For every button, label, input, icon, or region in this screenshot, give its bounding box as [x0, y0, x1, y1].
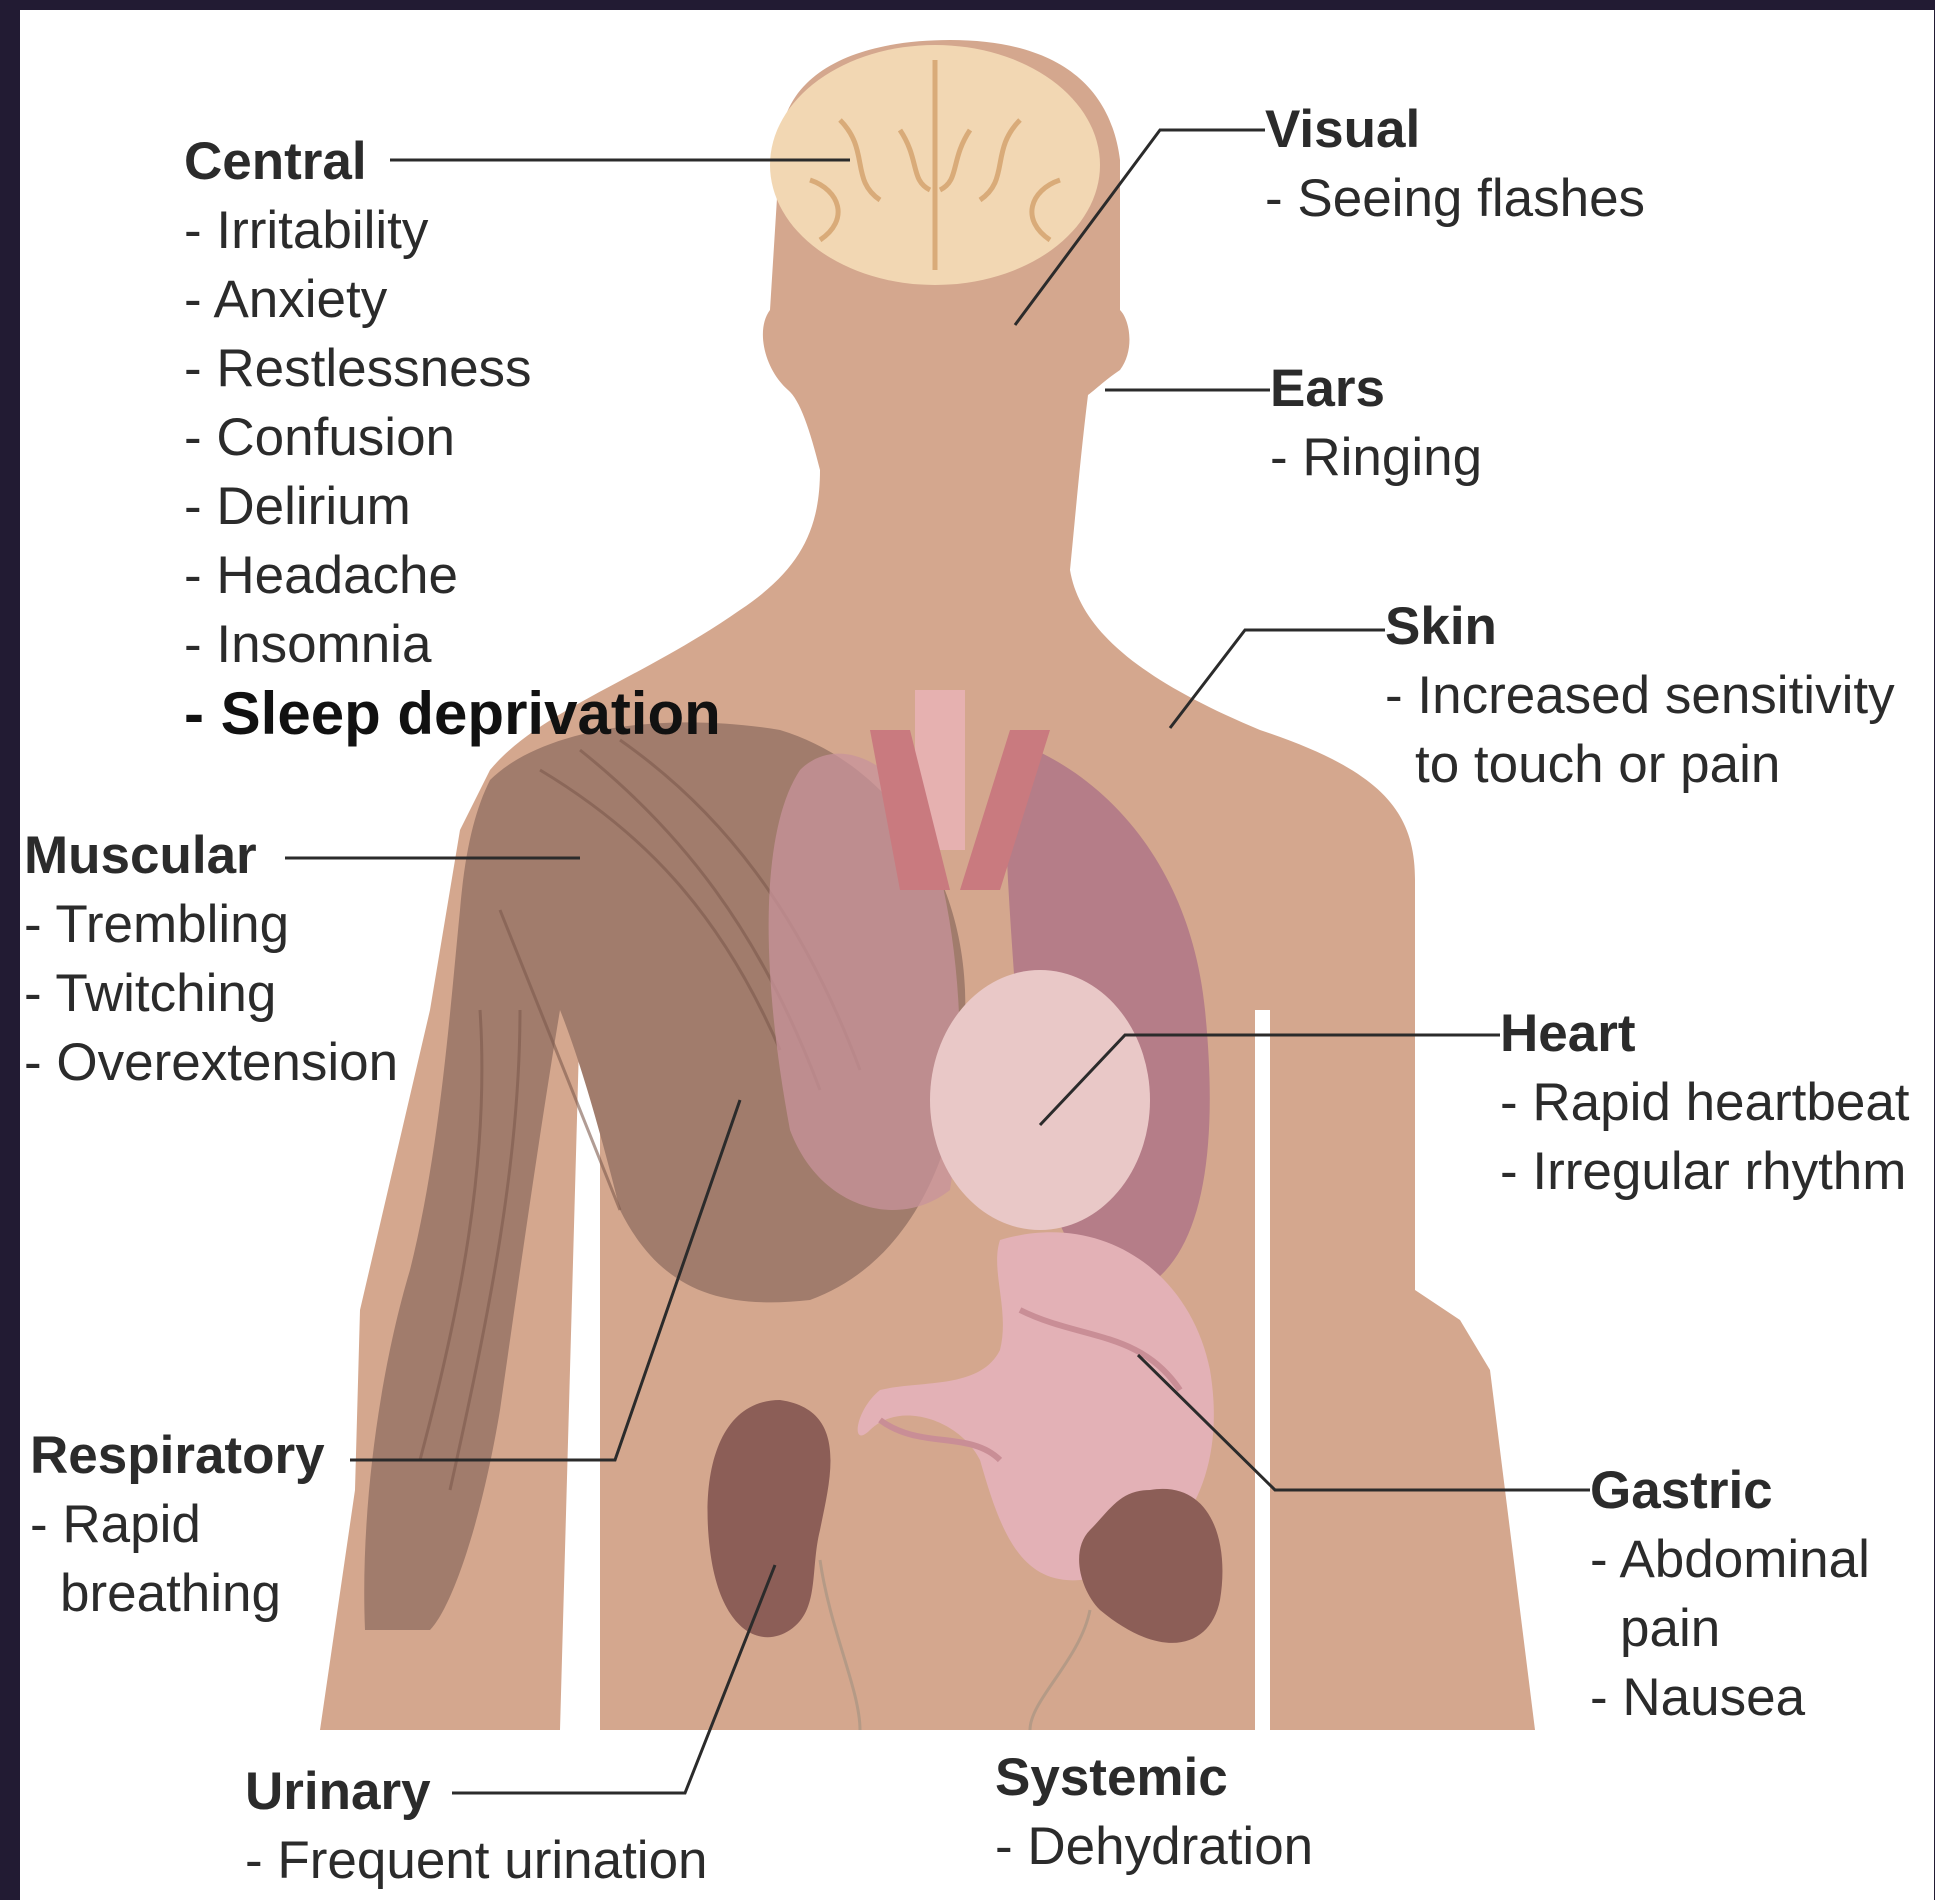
central-item-1: - Irritability	[184, 196, 721, 265]
ears-title: Ears	[1270, 355, 1482, 423]
label-visual: Visual - Seeing flashes	[1265, 96, 1645, 233]
label-urinary: Urinary - Frequent urination	[245, 1758, 708, 1895]
central-emphasis: - Sleep deprivation	[184, 679, 721, 748]
skin-item-2: to touch or pain	[1385, 730, 1895, 799]
heart-item-1: - Rapid heartbeat	[1500, 1068, 1910, 1137]
visual-title: Visual	[1265, 96, 1645, 164]
muscular-item-2: - Twitching	[24, 959, 398, 1028]
label-respiratory: Respiratory - Rapid breathing	[30, 1422, 325, 1628]
muscular-item-3: - Overextension	[24, 1028, 398, 1097]
label-skin: Skin - Increased sensitivity to touch or…	[1385, 593, 1895, 799]
systemic-item-1: - Dehydration	[995, 1812, 1313, 1881]
central-item-7: - Insomnia	[184, 610, 721, 679]
skin-title: Skin	[1385, 593, 1895, 661]
skin-item-1: - Increased sensitivity	[1385, 661, 1895, 730]
gastric-item-1: - Abdominal	[1590, 1525, 1870, 1594]
gastric-item-2: pain	[1590, 1594, 1870, 1663]
label-central: Central - Irritability - Anxiety - Restl…	[184, 128, 721, 748]
heart-item-2: - Irregular rhythm	[1500, 1137, 1910, 1206]
label-gastric: Gastric - Abdominal pain - Nausea	[1590, 1457, 1870, 1732]
muscular-item-1: - Trembling	[24, 890, 398, 959]
label-heart: Heart - Rapid heartbeat - Irregular rhyt…	[1500, 1000, 1910, 1206]
central-item-2: - Anxiety	[184, 265, 721, 334]
respiratory-title: Respiratory	[30, 1422, 325, 1490]
respiratory-item-1: - Rapid	[30, 1490, 325, 1559]
label-systemic: Systemic - Dehydration	[995, 1744, 1313, 1881]
central-title: Central	[184, 128, 721, 196]
muscular-title: Muscular	[24, 822, 398, 890]
respiratory-item-2: breathing	[30, 1559, 325, 1628]
label-muscular: Muscular - Trembling - Twitching - Overe…	[24, 822, 398, 1097]
heart-title: Heart	[1500, 1000, 1910, 1068]
central-item-4: - Confusion	[184, 403, 721, 472]
urinary-title: Urinary	[245, 1758, 708, 1826]
diagram-panel: Central - Irritability - Anxiety - Restl…	[20, 10, 1934, 1900]
central-item-6: - Headache	[184, 541, 721, 610]
heart	[930, 970, 1150, 1230]
ears-item-1: - Ringing	[1270, 423, 1482, 492]
visual-item-1: - Seeing flashes	[1265, 164, 1645, 233]
central-item-3: - Restlessness	[184, 334, 721, 403]
systemic-title: Systemic	[995, 1744, 1313, 1812]
gastric-item-3: - Nausea	[1590, 1663, 1870, 1732]
gastric-title: Gastric	[1590, 1457, 1870, 1525]
label-ears: Ears - Ringing	[1270, 355, 1482, 492]
urinary-item-1: - Frequent urination	[245, 1826, 708, 1895]
central-item-5: - Delirium	[184, 472, 721, 541]
